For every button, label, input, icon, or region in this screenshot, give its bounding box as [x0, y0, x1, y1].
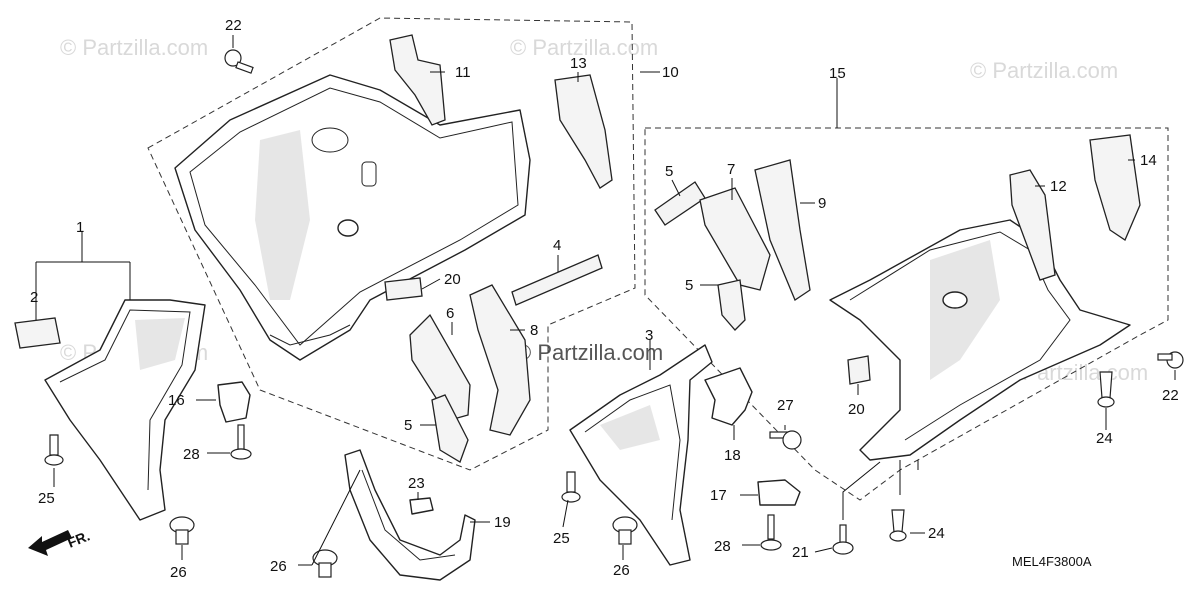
rivet-25a — [44, 434, 64, 466]
grommet-26a — [169, 516, 195, 545]
bolt-22a — [224, 49, 254, 74]
direction-label: FR. — [65, 527, 92, 550]
foam-pad-12 — [1009, 169, 1056, 281]
callout-5c: 5 — [404, 417, 412, 434]
callout-12: 12 — [1050, 178, 1067, 195]
callout-7: 7 — [727, 161, 735, 178]
leader-lines — [35, 35, 1176, 566]
bolt-28b — [760, 514, 782, 551]
foam-pad-20a — [384, 277, 423, 301]
watermark-text: © Partzilla.com — [510, 35, 658, 60]
callout-14: 14 — [1140, 152, 1157, 169]
callout-16: 16 — [168, 392, 185, 409]
callout-4: 4 — [553, 237, 561, 254]
callout-19: 19 — [494, 514, 511, 531]
foam-pad-5c — [431, 394, 469, 463]
callout-13: 13 — [570, 55, 587, 72]
callout-25b: 25 — [553, 530, 570, 547]
rivet-24a — [1097, 371, 1115, 408]
diagram-code: MEL4F3800A — [1012, 554, 1092, 569]
foam-pad-13 — [554, 74, 613, 189]
bolt-21 — [832, 524, 854, 555]
belly-strip-part — [344, 449, 476, 581]
callout-24b: 24 — [928, 525, 945, 542]
lower-cowl-part — [829, 219, 1131, 461]
rivet-25b — [561, 471, 581, 503]
callout-26b: 26 — [613, 562, 630, 579]
callout-labels: 1 2 3 4 5 5 5 6 7 8 9 10 11 12 13 14 15 … — [30, 17, 1179, 581]
callout-17: 17 — [710, 487, 727, 504]
callout-10: 10 — [662, 64, 679, 81]
brackets — [217, 367, 801, 515]
grommet-26c — [312, 549, 338, 578]
callout-26c: 26 — [270, 558, 287, 575]
callout-5b: 5 — [685, 277, 693, 294]
clip-16 — [217, 381, 251, 423]
callout-8: 8 — [530, 322, 538, 339]
foam-pad-8 — [469, 284, 531, 436]
foam-pad-6 — [409, 313, 471, 421]
foam-pad-14 — [1089, 134, 1141, 241]
bracket-18 — [704, 367, 753, 426]
callout-28a: 28 — [183, 446, 200, 463]
watermark-text: © Partzilla.com — [60, 35, 208, 60]
left-inner-panel-part — [44, 299, 206, 521]
foam-pad-7 — [699, 187, 771, 291]
callout-27: 27 — [777, 397, 794, 414]
foam-pad-5b — [717, 279, 746, 331]
callout-23: 23 — [408, 475, 425, 492]
callout-26a: 26 — [170, 564, 187, 581]
callout-6: 6 — [446, 305, 454, 322]
callout-20b: 20 — [848, 401, 865, 418]
callout-22b: 22 — [1162, 387, 1179, 404]
bolt-28a — [230, 424, 252, 460]
arrow-icon — [28, 530, 72, 556]
foam-pad-part-2 — [14, 317, 61, 349]
front-direction-marker: FR. — [28, 527, 92, 556]
callout-5a: 5 — [665, 163, 673, 180]
grommet-26b — [612, 516, 638, 545]
callout-25a: 25 — [38, 490, 55, 507]
rivet-24b — [889, 509, 907, 542]
assembly-outline-10 — [147, 17, 636, 471]
bolt-27 — [769, 430, 802, 450]
callout-2: 2 — [30, 289, 38, 306]
callout-9: 9 — [818, 195, 826, 212]
foam-pads — [384, 34, 1141, 463]
callout-28b: 28 — [714, 538, 731, 555]
fasteners — [44, 49, 1184, 578]
watermark-text: © Partzilla.com — [970, 58, 1118, 83]
foam-pad-5a — [654, 181, 706, 226]
watermark-text-center: © Partzilla.com — [515, 340, 663, 365]
bolt-22b — [1157, 351, 1184, 369]
clip-23 — [409, 497, 434, 515]
callout-3: 3 — [645, 327, 653, 344]
foam-pad-11 — [389, 34, 446, 126]
callout-20a: 20 — [444, 271, 461, 288]
callout-24a: 24 — [1096, 430, 1113, 447]
callout-21: 21 — [792, 544, 809, 561]
callout-11: 11 — [455, 64, 471, 81]
callout-22a: 22 — [225, 17, 242, 34]
right-inner-panel-part — [569, 344, 713, 566]
clip-17 — [757, 479, 801, 506]
foam-pad-4 — [511, 254, 603, 306]
middle-cowl-inner-part — [174, 74, 531, 361]
callout-15: 15 — [829, 65, 846, 82]
callout-18: 18 — [724, 447, 741, 464]
callout-1: 1 — [76, 219, 84, 236]
foam-pad-9 — [754, 159, 811, 301]
foam-pad-20b — [847, 355, 871, 385]
